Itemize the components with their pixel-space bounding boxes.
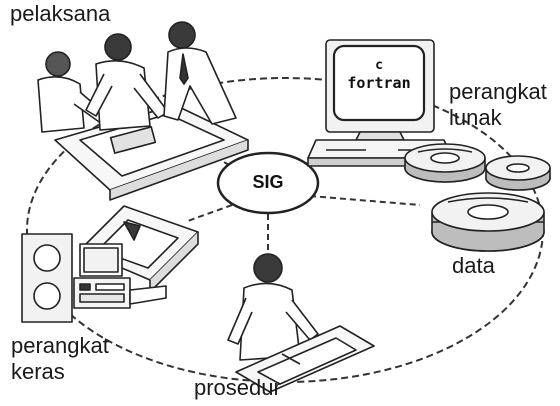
label-perangkat-keras-line1: perangkat	[11, 333, 109, 358]
person-middle-body	[95, 60, 151, 131]
spoke-hardware	[184, 204, 233, 223]
hardware-illustration	[21, 205, 199, 323]
disk-pack-3	[431, 192, 545, 252]
label-perangkat-lunak-line1: perangkat	[449, 79, 547, 104]
computer-illustration	[307, 39, 453, 167]
sig-center-oval	[216, 151, 320, 215]
disk-pack-2	[485, 155, 551, 191]
sig-center-label: SIG	[252, 172, 284, 192]
person-right-head	[168, 21, 196, 49]
person-middle-head	[104, 33, 132, 61]
disk-pack-1	[404, 143, 486, 183]
label-perangkat-keras-line2: keras	[11, 359, 65, 384]
monitor-screen	[332, 44, 426, 122]
worker-head	[253, 253, 283, 283]
label-perangkat-lunak-line2: lunak	[449, 105, 502, 130]
label-data: data	[452, 253, 495, 278]
label-pelaksana: pelaksana	[10, 1, 111, 26]
person-right-body	[163, 47, 237, 125]
spoke-data	[309, 195, 421, 206]
data-disks-illustration	[404, 143, 551, 252]
hardware-desk	[73, 277, 131, 309]
monitor-screen-line1: c	[375, 58, 383, 73]
person-left-head	[45, 51, 71, 77]
procedure-illustration	[227, 253, 375, 393]
person-left-body	[37, 76, 85, 133]
monitor-screen-line2: fortran	[347, 74, 411, 92]
label-prosedur: prosedur	[194, 375, 281, 400]
people-illustration	[37, 21, 249, 201]
